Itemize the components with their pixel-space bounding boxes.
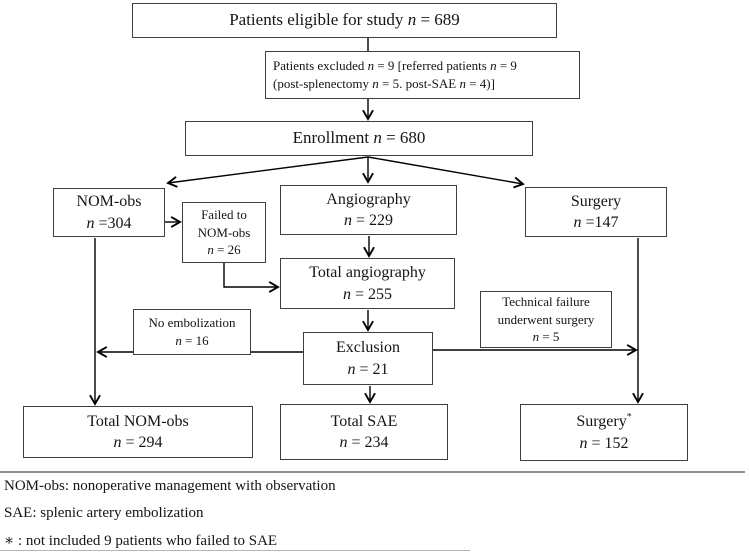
- box-count: n = 255: [342, 285, 393, 303]
- box-text: NOM-obs: [197, 224, 251, 240]
- arrow-enrollment-to-surgery: [367, 156, 525, 189]
- box-total-angiography: Total angiography n = 255: [280, 258, 455, 309]
- box-exclusion: Exclusion n = 21: [303, 332, 433, 385]
- box-text: Surgery*: [576, 412, 632, 431]
- legend-asterisk: ∗ : not included 9 patients who failed t…: [4, 533, 278, 549]
- box-count: n = 16: [175, 333, 209, 348]
- box-enrollment: Enrollment n = 680: [185, 121, 533, 156]
- bottom-partial-line: [0, 550, 470, 551]
- box-no-embolization: No embolization n = 16: [133, 309, 251, 355]
- box-total-sae: Total SAE n = 234: [280, 404, 448, 460]
- box-text: (post-splenectomy n = 5. post-SAE n = 4)…: [273, 76, 495, 91]
- arrow-enrollment-to-nom-obs: [166, 156, 369, 188]
- box-count: n =304: [86, 214, 132, 232]
- box-nom-obs: NOM-obs n =304: [53, 188, 165, 237]
- box-failed-to-nom-obs: Failed to NOM-obs n = 26: [182, 202, 266, 263]
- box-count: n = 152: [579, 434, 629, 452]
- legend-nom-obs: NOM-obs: nonoperative management with ob…: [4, 478, 336, 494]
- box-count: n = 26: [207, 242, 241, 258]
- box-text: Technical failure: [502, 294, 590, 310]
- box-text: NOM-obs: [76, 193, 142, 211]
- box-angiography: Angiography n = 229: [280, 185, 457, 235]
- box-count: n = 5: [532, 329, 560, 345]
- box-text: Patients excluded n = 9 [referred patien…: [273, 58, 517, 74]
- box-text: Total NOM-obs: [87, 412, 189, 430]
- legend-divider-line: [0, 471, 745, 473]
- box-text: Patients eligible for study n = 689: [229, 10, 460, 30]
- box-text: Total angiography: [309, 264, 426, 282]
- box-patients-eligible: Patients eligible for study n = 689: [132, 3, 557, 38]
- box-count: n = 234: [339, 434, 389, 451]
- box-technical-failure: Technical failure underwent surgery n = …: [480, 291, 612, 348]
- box-text: Failed to: [201, 207, 247, 223]
- box-surgery-final: Surgery* n = 152: [520, 404, 688, 461]
- box-text: Surgery: [570, 192, 622, 210]
- box-patients-excluded: Patients excluded n = 9 [referred patien…: [265, 51, 580, 99]
- box-total-nom-obs: Total NOM-obs n = 294: [23, 406, 253, 458]
- box-text: Enrollment n = 680: [292, 128, 426, 148]
- box-text: underwent surgery: [497, 311, 595, 327]
- box-count: n = 21: [347, 360, 389, 378]
- box-surgery: Surgery n =147: [525, 187, 667, 237]
- box-text: Exclusion: [336, 339, 400, 357]
- box-count: n = 294: [113, 434, 163, 451]
- box-count: n =147: [573, 214, 619, 231]
- box-text: No embolization: [148, 315, 236, 331]
- box-count: n = 229: [343, 212, 394, 229]
- box-text: Total SAE: [330, 412, 398, 430]
- legend-sae: SAE: splenic artery embolization: [4, 505, 204, 521]
- box-text: Angiography: [326, 190, 411, 208]
- arrow-failed-to-total-angio: [223, 262, 280, 293]
